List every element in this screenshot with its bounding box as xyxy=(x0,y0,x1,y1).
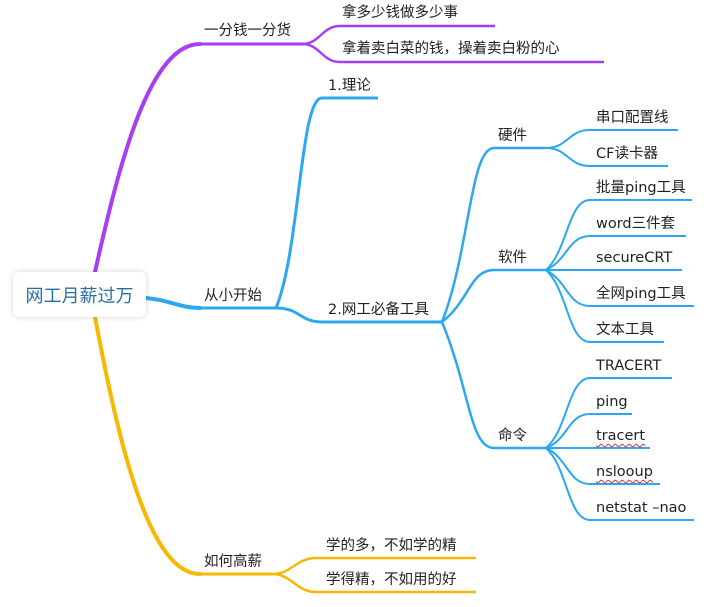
connector-tools-hardware xyxy=(440,146,546,323)
connector-root-b1 xyxy=(93,42,202,274)
connector-cmd-2 xyxy=(545,413,632,449)
connector-root-b2 xyxy=(144,296,202,310)
connector-sw-2 xyxy=(545,235,686,271)
leaf-cmd-5[interactable]: netstat –nao xyxy=(596,500,687,516)
leaf-b1-2[interactable]: 拿着卖白菜的钱，操着卖白粉的心 xyxy=(342,41,560,57)
connector-b2-tools xyxy=(275,306,442,324)
leaf-b3-1[interactable]: 学的多，不如学的精 xyxy=(326,538,457,554)
leaf-hw-2[interactable]: CF读卡器 xyxy=(596,146,658,162)
leaf-hw-1[interactable]: 串口配置线 xyxy=(596,110,669,126)
root-node[interactable]: 网工月薪过万 xyxy=(13,272,146,317)
leaf-cmd-1[interactable]: TRACERT xyxy=(596,358,662,374)
node-hardware[interactable]: 硬件 xyxy=(498,128,527,144)
branch-label-b2[interactable]: 从小开始 xyxy=(204,288,262,304)
connector-b1-c2 xyxy=(301,42,604,64)
connector-cmd-5 xyxy=(545,447,694,521)
leaf-sw-4[interactable]: 全网ping工具 xyxy=(596,286,686,302)
node-commands[interactable]: 命令 xyxy=(498,428,527,444)
connector-b3-c2 xyxy=(271,572,476,594)
leaf-sw-5[interactable]: 文本工具 xyxy=(596,322,654,338)
connector-sw-5 xyxy=(545,269,664,343)
connector-tools-software xyxy=(441,268,546,323)
connector-sw-4 xyxy=(545,269,694,307)
leaf-cmd-2[interactable]: ping xyxy=(596,394,628,410)
connector-hw-2 xyxy=(545,147,668,167)
leaf-cmd-3[interactable]: tracert xyxy=(596,428,646,444)
connector-tools-commands xyxy=(440,321,546,450)
leaf-cmd-4[interactable]: nslooup xyxy=(596,464,653,480)
connector-b2-theory xyxy=(274,96,378,309)
connector-sw-1 xyxy=(545,199,692,271)
root-node-label: 网工月薪过万 xyxy=(25,285,134,307)
leaf-sw-3[interactable]: secureCRT xyxy=(596,250,673,266)
connector-root-b3 xyxy=(93,315,202,576)
node-theory[interactable]: 1.理论 xyxy=(328,78,371,94)
leaf-b1-1[interactable]: 拿多少钱做多少事 xyxy=(342,5,458,21)
leaf-sw-1[interactable]: 批量ping工具 xyxy=(596,180,686,196)
node-software[interactable]: 软件 xyxy=(498,250,527,266)
leaf-b3-2[interactable]: 学得精，不如用的好 xyxy=(326,572,457,588)
branch-label-b1[interactable]: 一分钱一分货 xyxy=(204,23,291,39)
connector-cmd-1 xyxy=(545,377,672,449)
branch-label-b3[interactable]: 如何高薪 xyxy=(204,554,262,570)
connector-hw-1 xyxy=(545,129,678,149)
node-tools[interactable]: 2.网工必备工具 xyxy=(328,302,429,318)
connector-cmd-4 xyxy=(545,447,660,485)
leaf-sw-2[interactable]: word三件套 xyxy=(596,216,676,232)
